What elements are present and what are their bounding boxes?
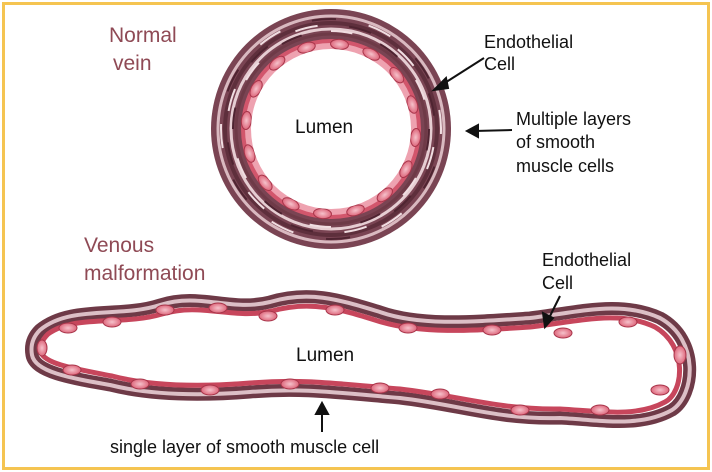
- normal-endothelial-label-line1: Endothelial: [484, 32, 573, 52]
- malformation-muscle-label: single layer of smooth muscle cell: [110, 437, 379, 457]
- normal-muscle-label-line1: Multiple layers: [516, 109, 631, 129]
- malformation-endothelial-label-line1: Endothelial: [542, 250, 631, 270]
- normal-muscle-arrow: [474, 130, 512, 131]
- normal-muscle-label-line2: of smooth: [516, 132, 595, 152]
- normal-endothelial-label-line2: Cell: [484, 54, 515, 74]
- venous-malformation-cross-section: [31, 297, 689, 422]
- normal-vein-title-line2: vein: [113, 52, 152, 75]
- malformation-endothelial-label-line2: Cell: [542, 273, 573, 293]
- normal-muscle-label-line3: muscle cells: [516, 156, 614, 176]
- normal-vein-lumen-label: Lumen: [295, 117, 353, 138]
- normal-vein-title-line1: Normal: [109, 24, 177, 47]
- malformation-title-line1: Venous: [84, 234, 154, 257]
- malformation-lumen-label: Lumen: [296, 345, 354, 366]
- malformation-title-line2: malformation: [84, 262, 205, 285]
